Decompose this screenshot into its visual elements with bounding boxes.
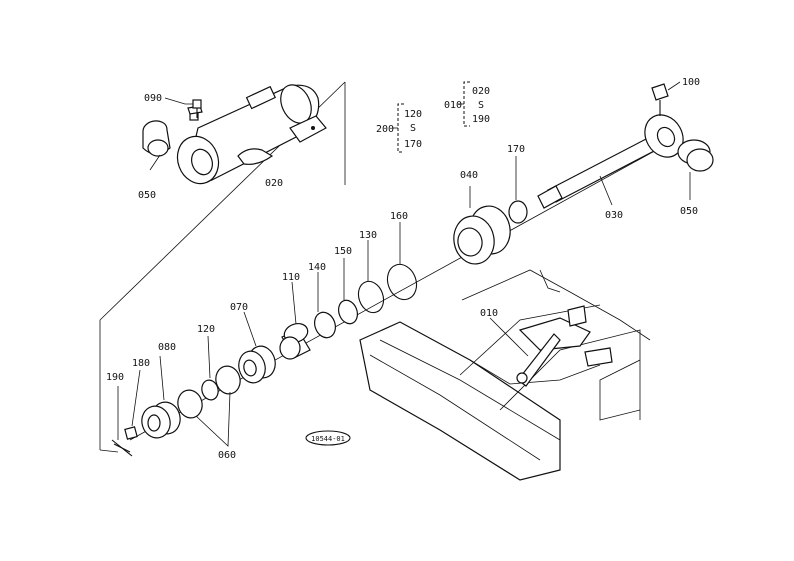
grease-nipple-part <box>164 97 202 118</box>
ring-150-part <box>337 299 359 325</box>
label-060: 060 <box>218 450 236 461</box>
piston-part <box>453 186 511 265</box>
group-bracket-200 <box>392 103 404 153</box>
label-group-200-to: 170 <box>404 139 422 150</box>
label-group-200-tilde: S <box>410 123 416 134</box>
dozer-blade-inset <box>359 269 651 481</box>
label-120: 120 <box>197 324 215 335</box>
oring-160-part <box>386 263 418 301</box>
label-group-200: 200 <box>376 124 394 135</box>
ring-060a-part <box>215 365 241 395</box>
label-170-top: 170 <box>507 144 525 155</box>
label-050-right: 050 <box>680 206 698 217</box>
nut-080-part <box>141 355 181 439</box>
label-050-left: 050 <box>138 190 156 201</box>
label-group-010-tilde: S <box>478 100 484 111</box>
label-group-010: 010 <box>444 100 462 111</box>
drawing-code-oval <box>305 430 351 446</box>
label-040: 040 <box>460 170 478 181</box>
label-160: 160 <box>390 211 408 222</box>
label-090: 090 <box>144 93 162 104</box>
label-group-200-from: 120 <box>404 109 422 120</box>
left-bushing-part <box>142 120 171 171</box>
label-190: 190 <box>106 372 124 383</box>
ring-060b-part <box>177 389 203 419</box>
cylinder-tube-part <box>176 84 327 185</box>
label-180: 180 <box>132 358 150 369</box>
label-group-010-from: 020 <box>472 86 490 97</box>
label-130: 130 <box>359 230 377 241</box>
piston-rod-part <box>537 81 684 209</box>
label-020: 020 <box>265 178 283 189</box>
drawing-code-label: 10544-01 <box>311 435 345 443</box>
label-group-010-to: 190 <box>472 114 490 125</box>
right-bushing-part <box>677 139 714 200</box>
label-010-inset: 010 <box>480 308 498 319</box>
cotter-pin-190-part <box>111 386 133 457</box>
ring-140-part <box>314 311 336 339</box>
label-080: 080 <box>158 342 176 353</box>
label-110: 110 <box>282 272 300 283</box>
ring-120-part <box>201 379 219 401</box>
group-bracket-010 <box>458 81 470 127</box>
label-140: 140 <box>308 262 326 273</box>
label-100: 100 <box>682 77 700 88</box>
seal-ring-170-part <box>508 200 528 224</box>
label-070: 070 <box>230 302 248 313</box>
label-030: 030 <box>605 210 623 221</box>
label-150: 150 <box>334 246 352 257</box>
oring-130-part <box>357 280 385 314</box>
setscrew-180-part <box>124 369 141 440</box>
bushing-110-part <box>279 281 311 360</box>
rod-guide-070-part <box>238 311 276 384</box>
